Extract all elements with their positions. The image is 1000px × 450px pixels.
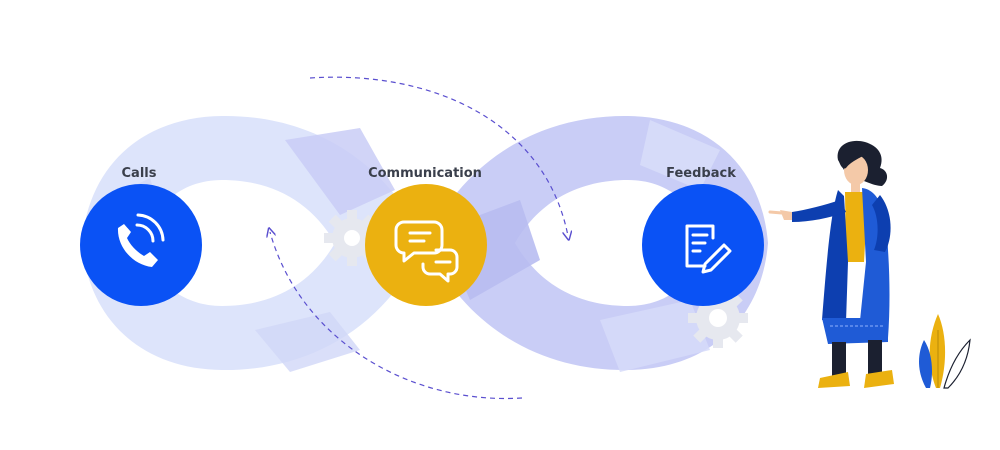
plant-illustration [919, 314, 970, 388]
woman-pointing-illustration [770, 141, 894, 388]
node-feedback-label: Feedback [666, 166, 736, 181]
node-calls-circle [80, 184, 202, 306]
node-communication-circle [365, 184, 487, 306]
node-calls-label: Calls [122, 166, 157, 181]
node-feedback-circle [642, 184, 764, 306]
node-communication-label: Communication [368, 166, 482, 181]
